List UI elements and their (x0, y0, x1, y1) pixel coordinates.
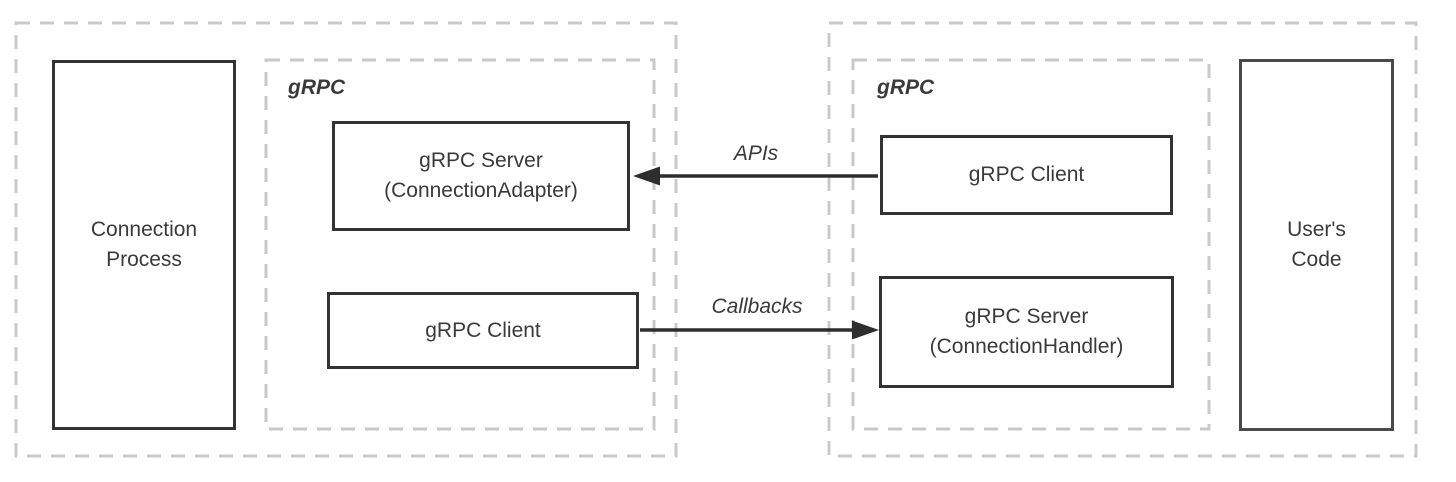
callbacks-arrowhead (852, 320, 879, 340)
right-grpc-client-label: gRPC Client (968, 163, 1085, 186)
apis-arrow (633, 166, 878, 186)
users-code-box: User's Code (1239, 59, 1394, 431)
connection-process-box: Connection Process (52, 60, 236, 430)
users-code-label-line1: User's (1287, 218, 1346, 241)
connection-process-label-line1: Connection (90, 218, 198, 241)
left-grpc-client-box: gRPC Client (327, 292, 639, 369)
users-code-label-line2: Code (1291, 248, 1342, 271)
callbacks-arrow-label: Callbacks (711, 295, 803, 318)
left-grpc-container-label: gRPC (288, 76, 346, 99)
handler-label-line1: gRPC Server (964, 305, 1089, 328)
apis-arrowhead (633, 166, 660, 186)
right-grpc-client-box: gRPC Client (880, 135, 1173, 215)
connection-process-label-line2: Process (106, 248, 182, 271)
grpc-server-connection-handler-box: gRPC Server (ConnectionHandler) (879, 276, 1174, 388)
adapter-label-line2: (ConnectionAdapter) (384, 179, 578, 202)
handler-label-line2: (ConnectionHandler) (929, 335, 1124, 358)
left-grpc-client-label: gRPC Client (425, 318, 541, 342)
adapter-label-line1: gRPC Server (419, 149, 543, 172)
right-grpc-container-label: gRPC (877, 76, 935, 99)
grpc-server-connection-adapter-box: gRPC Server (ConnectionAdapter) (332, 121, 630, 231)
callbacks-arrow (640, 320, 879, 340)
left-grpc-dashed-container (264, 58, 656, 431)
apis-arrow-label: APIs (733, 142, 779, 165)
